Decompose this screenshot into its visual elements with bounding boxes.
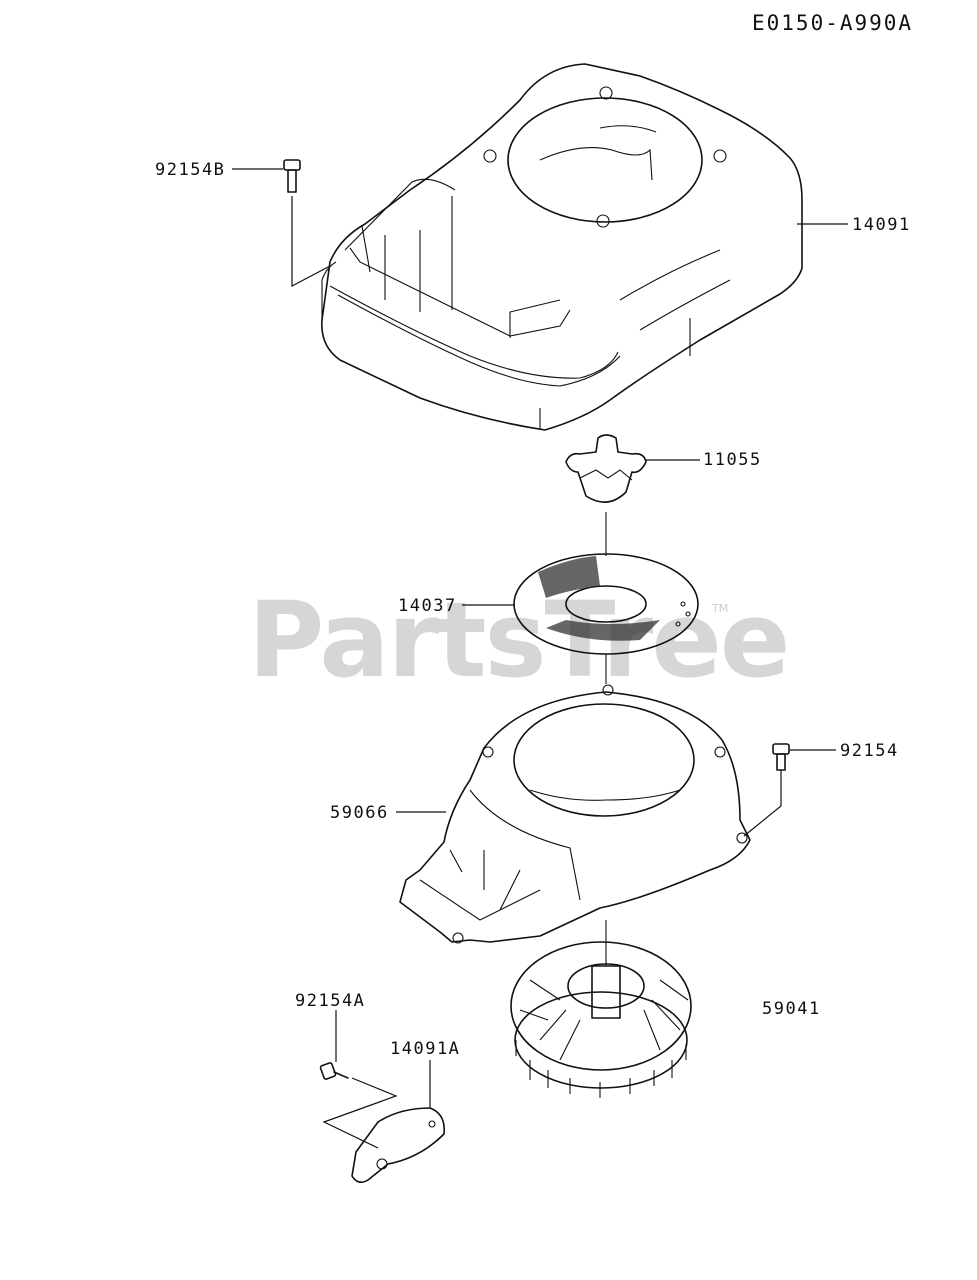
leader-92154A-to-cover: [322, 1077, 398, 1149]
bolt-92154[interactable]: [772, 743, 790, 771]
label-92154B: 92154B: [155, 160, 225, 180]
watermark: PartsTree: [248, 579, 788, 701]
bolt-92154B[interactable]: [283, 159, 301, 193]
label-14091A: 14091A: [390, 1039, 460, 1059]
flywheel-fan-59041[interactable]: [510, 941, 692, 1098]
diagram-code: E0150-A990A: [752, 11, 913, 35]
watermark-trademark: TM: [711, 602, 728, 615]
engine-shroud-14091[interactable]: [321, 63, 803, 431]
label-14091: 14091: [852, 215, 911, 235]
bolt-92154A[interactable]: [319, 1062, 349, 1080]
label-14037: 14037: [398, 596, 457, 616]
screen-14037[interactable]: [513, 553, 699, 655]
label-92154A: 92154A: [295, 991, 365, 1011]
leader-92154-to-housing: [743, 770, 782, 837]
label-59041: 59041: [762, 999, 821, 1019]
leader-92154B-to-shroud: [291, 196, 331, 287]
bracket-11055[interactable]: [565, 434, 647, 503]
label-59066: 59066: [330, 803, 389, 823]
cover-14091A[interactable]: [351, 1107, 446, 1184]
label-11055: 11055: [703, 450, 762, 470]
fan-housing-59066[interactable]: [399, 684, 751, 944]
label-92154: 92154: [840, 741, 899, 761]
